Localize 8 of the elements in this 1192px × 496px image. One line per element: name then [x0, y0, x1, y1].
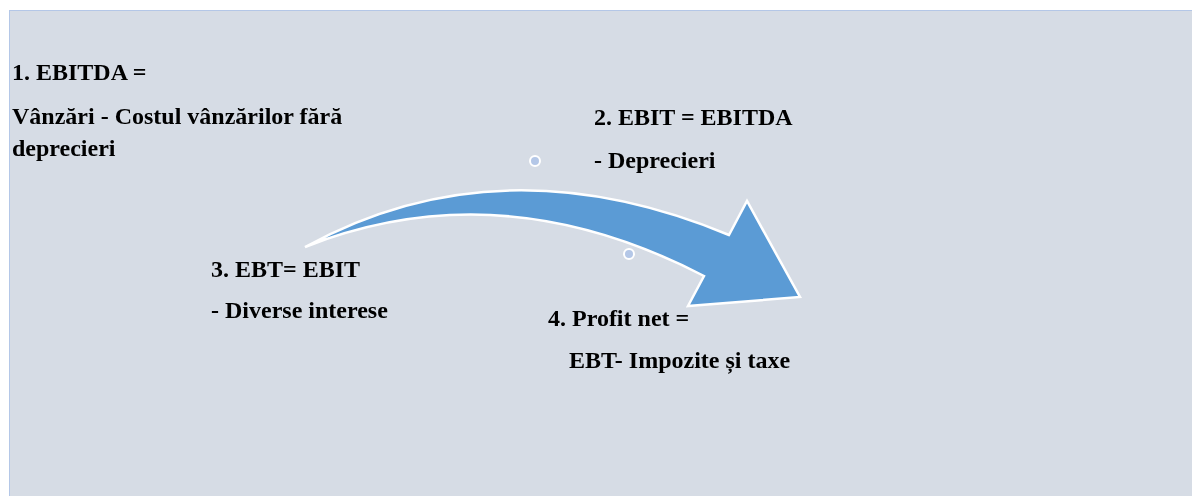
formula-heading: 2. EBIT = EBITDA	[594, 103, 793, 132]
formula-heading: 3. EBT= EBIT	[211, 255, 361, 284]
formula-text: EBT- Impozite și taxe	[569, 346, 791, 375]
formula-text: Vânzări - Costul vânzărilor fără deprecieri	[12, 102, 344, 163]
formula-text: - Deprecieri	[594, 146, 716, 175]
formula-text: - Diverse interese	[211, 296, 388, 325]
formula-heading: 1. EBITDA =	[12, 58, 147, 87]
formula-heading: 4. Profit net =	[548, 304, 690, 333]
